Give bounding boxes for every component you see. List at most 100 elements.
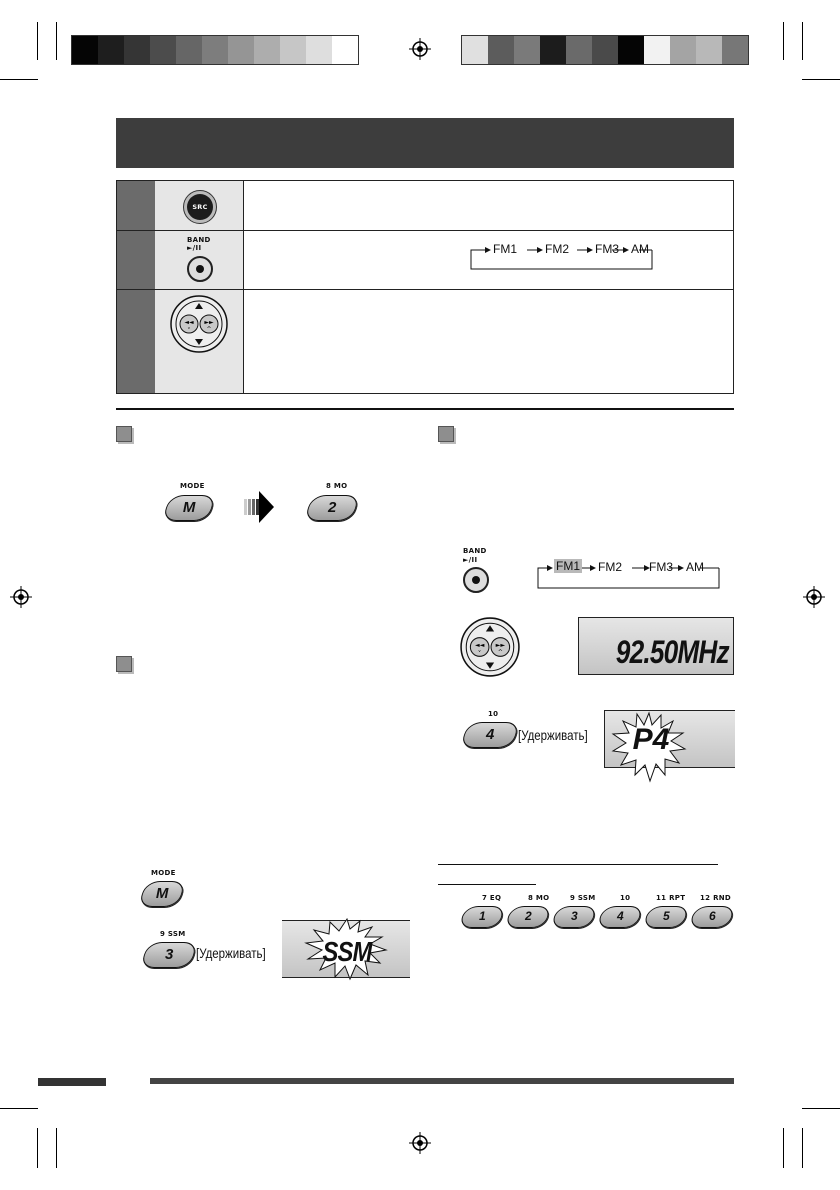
section-marker-icon: [438, 426, 454, 442]
mode-label: MODE: [180, 482, 205, 490]
ssm-display: SSM: [282, 917, 410, 981]
section-header-band: [116, 118, 734, 168]
svg-text:^: ^: [206, 326, 211, 333]
src-button-label: SRC: [192, 203, 208, 211]
band-cycle-loop-line: [470, 247, 653, 270]
mode-button[interactable]: M: [161, 495, 217, 521]
frequency-display-text: 92.50MHz: [615, 634, 730, 670]
underline-rule: [438, 864, 718, 865]
band-fm2: FM2: [598, 560, 622, 574]
preset-display: P4: [604, 710, 735, 783]
section-divider: [116, 408, 734, 410]
underline-rule: [438, 884, 536, 885]
preset-6-number: 6: [708, 909, 716, 923]
icon-cell: BAND ►/II: [155, 231, 244, 289]
band-cycle-loop-line: [537, 565, 720, 589]
footer-bar-long: [150, 1078, 734, 1084]
preset-4-label: 4: [485, 726, 495, 743]
preset-3-button[interactable]: 3: [139, 942, 199, 968]
control-dial-icon[interactable]: ◄◄ ►► ᵛ ^: [459, 616, 521, 678]
section-marker-icon: [116, 656, 132, 672]
band-cycle-diagram: FM1 FM2 FM3 AM: [536, 557, 722, 591]
svg-text:◄◄: ◄◄: [475, 642, 485, 649]
step-number-cell: [117, 290, 156, 393]
preset-display-text: P4: [632, 723, 670, 756]
step-row-2: BAND ►/II FM1 FM2 FM3 AM: [117, 231, 733, 290]
band-fm2: FM2: [545, 242, 569, 256]
preset-2-button[interactable]: 2: [303, 495, 361, 521]
registration-mark-icon: [409, 38, 431, 60]
mode-label: MODE: [151, 869, 176, 877]
preset-1-number: 1: [478, 909, 486, 923]
svg-text:►►: ►►: [204, 319, 214, 326]
preset-2-label: 2: [327, 499, 337, 516]
band-fm3: FM3: [595, 242, 619, 256]
band-label: BAND: [187, 236, 211, 244]
step-row-3: ◄◄ ►► ᵛ ^: [117, 290, 733, 393]
svg-text:◄◄: ◄◄: [184, 319, 194, 326]
play-pause-label: ►/II: [187, 244, 202, 252]
icon-cell: ◄◄ ►► ᵛ ^: [155, 290, 244, 393]
band-button[interactable]: [187, 256, 213, 282]
step-number-cell: [117, 231, 156, 289]
play-pause-label: ►/II: [463, 556, 478, 564]
ssm-display-text: SSM: [322, 936, 372, 967]
crop-mark: [56, 1128, 57, 1168]
registration-mark-icon: [409, 1132, 431, 1154]
preset-5-number: 5: [662, 909, 670, 923]
band-fm1: FM1: [493, 242, 517, 256]
preset-4-button[interactable]: 4: [596, 906, 644, 928]
src-button[interactable]: SRC: [183, 190, 217, 224]
crop-mark: [802, 1108, 840, 1109]
registration-mark-icon: [10, 586, 32, 608]
preset-5-button[interactable]: 5: [642, 906, 690, 928]
preset-2-number: 2: [524, 909, 532, 923]
crop-mark: [783, 1128, 784, 1168]
icon-cell: SRC: [155, 181, 244, 230]
next-step-arrow-icon: [244, 491, 274, 523]
crop-mark: [802, 79, 840, 80]
crop-mark: [0, 79, 38, 80]
preset-key-label: 10: [620, 894, 631, 902]
crop-mark: [802, 22, 803, 60]
hold-label: [Удерживать]: [518, 727, 588, 743]
crop-mark: [37, 1128, 38, 1168]
preset-2-button[interactable]: 2: [504, 906, 552, 928]
crop-mark: [783, 22, 784, 60]
preset-3-button[interactable]: 3: [550, 906, 598, 928]
registration-mark-icon: [803, 586, 825, 608]
preset-3-number: 3: [570, 909, 578, 923]
mode-button-label: M: [182, 499, 196, 516]
svg-text:ᵛ: ᵛ: [188, 326, 191, 333]
preset-1-button[interactable]: 1: [458, 906, 506, 928]
preset-key-label: 7 EQ: [482, 894, 502, 902]
section-marker-icon: [116, 426, 132, 442]
preset-4-button[interactable]: 4: [459, 722, 521, 748]
flash-burst-icon: [304, 917, 388, 981]
preset-key-label: 9 SSM: [570, 894, 596, 902]
band-am: AM: [686, 560, 704, 574]
preset-6-button[interactable]: 6: [688, 906, 736, 928]
crop-mark: [56, 22, 57, 60]
hold-label: [Удерживать]: [196, 945, 266, 961]
preset-3-label: 3: [164, 946, 174, 963]
preset-buttons-row: 7 EQ 1 8 MO 2 9 SSM 3 10 4 11 RPT 5 12 R…: [458, 894, 738, 930]
crop-mark: [0, 1108, 38, 1109]
svg-text:^: ^: [498, 649, 503, 656]
preset-key-label: 11 RPT: [656, 894, 686, 902]
step-row-1: SRC: [117, 181, 733, 231]
control-dial-icon[interactable]: ◄◄ ►► ᵛ ^: [169, 294, 229, 354]
mo-key-label: 8 MO: [326, 482, 348, 490]
grayscale-bar-right: [461, 35, 749, 65]
key10-label: 10: [488, 710, 499, 718]
band-fm1-highlighted: FM1: [554, 559, 582, 573]
preset-key-label: 12 RND: [700, 894, 732, 902]
band-label: BAND: [463, 547, 487, 555]
band-button[interactable]: [463, 567, 489, 593]
footer-bar-short: [38, 1078, 106, 1086]
mode-button[interactable]: M: [137, 881, 187, 907]
mode-button-label: M: [155, 885, 169, 902]
band-fm3: FM3: [649, 560, 673, 574]
svg-text:►►: ►►: [496, 642, 506, 649]
grayscale-bar-left: [71, 35, 359, 65]
